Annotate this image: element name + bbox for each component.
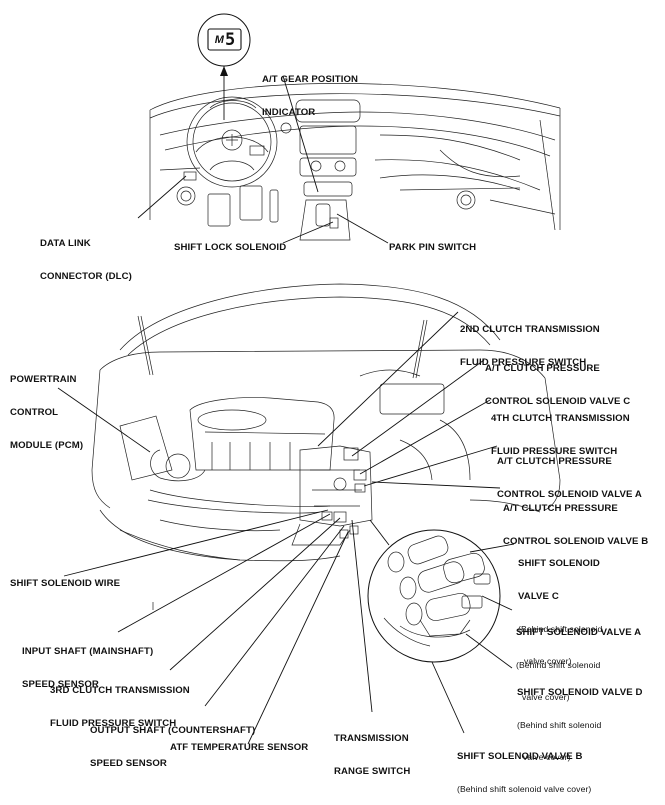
label-line: FLUID PRESSURE SWITCH	[491, 446, 618, 457]
label-line: MODULE (PCM)	[10, 440, 84, 451]
label-line: A/T GEAR POSITION	[262, 74, 359, 85]
label-line: CONTROL SOLENOID VALVE B	[503, 536, 649, 547]
label-note: valve cover)	[523, 752, 571, 762]
label-line: 3RD CLUTCH TRANSMISSION	[50, 685, 190, 696]
label-valve-c: A/T CLUTCH PRESSURE CONTROL SOLENOID VAL…	[485, 341, 630, 418]
label-output-shaft-sensor: OUTPUT SHAFT (COUNTERSHAFT) SPEED SENSOR	[90, 703, 255, 780]
label-line: CONTROL SOLENOID VALVE C	[485, 396, 631, 407]
engine-bay-drawing	[91, 283, 561, 562]
label-line: SHIFT SOLENOID VALVE B	[457, 751, 583, 762]
label-note: (Behind shift solenoid	[517, 720, 602, 730]
label-note: (Behind shift solenoid	[518, 624, 603, 634]
label-line: A/T CLUTCH PRESSURE	[503, 503, 618, 514]
label-line: SHIFT SOLENOID VALVE D	[517, 687, 643, 698]
bottom-leaders	[57, 311, 515, 745]
label-line: VALVE C	[518, 591, 559, 602]
label-line: FLUID PRESSURE SWITCH	[50, 718, 177, 729]
label-line: 4TH CLUTCH TRANSMISSION	[491, 413, 630, 424]
label-shift-solenoid-a: SHIFT SOLENOID VALVE A (Behind shift sol…	[516, 605, 641, 713]
label-shift-solenoid-c: SHIFT SOLENOID VALVE C (Behind shift sol…	[518, 536, 602, 677]
gear-number: 5	[224, 29, 236, 50]
label-transmission-range-switch: TRANSMISSION RANGE SWITCH	[334, 711, 410, 788]
diagram-canvas: M 5 A/T GEAR POSITION INDICATOR DATA LIN…	[10, 13, 648, 794]
label-note: (Behind shift solenoid	[516, 660, 601, 670]
label-valve-a: A/T CLUTCH PRESSURE CONTROL SOLENOID VAL…	[497, 434, 642, 511]
label-valve-b: A/T CLUTCH PRESSURE CONTROL SOLENOID VAL…	[503, 481, 648, 558]
label-shift-lock-solenoid: SHIFT LOCK SOLENOID	[174, 242, 287, 253]
label-note: valve cover)	[524, 656, 572, 666]
label-park-pin-switch: PARK PIN SWITCH	[389, 242, 477, 253]
dashboard-drawing	[149, 83, 561, 241]
label-at-gear-indicator: A/T GEAR POSITION INDICATOR	[262, 52, 358, 129]
label-4th-clutch-switch: 4TH CLUTCH TRANSMISSION FLUID PRESSURE S…	[491, 391, 630, 468]
label-line: SPEED SENSOR	[22, 679, 99, 690]
label-line: OUTPUT SHAFT (COUNTERSHAFT)	[90, 725, 256, 736]
label-line: CONNECTOR (DLC)	[40, 271, 132, 282]
label-line: FLUID PRESSURE SWITCH	[460, 357, 587, 368]
gear-indicator-callout	[197, 13, 251, 120]
label-line: DATA LINK	[40, 238, 91, 249]
label-pcm: POWERTRAIN CONTROL MODULE (PCM)	[10, 352, 83, 462]
label-line: A/T CLUTCH PRESSURE	[497, 456, 612, 467]
label-note: valve cover)	[522, 692, 570, 702]
gear-mode: M	[214, 33, 224, 46]
label-line: POWERTRAIN	[10, 374, 77, 385]
solenoid-zoom-callout	[367, 519, 501, 663]
label-3rd-clutch-switch: 3RD CLUTCH TRANSMISSION FLUID PRESSURE S…	[50, 663, 190, 740]
label-input-shaft-sensor: INPUT SHAFT (MAINSHAFT) SPEED SENSOR	[22, 624, 153, 701]
label-shift-solenoid-d: SHIFT SOLENOID VALVE D (Behind shift sol…	[517, 665, 643, 773]
top-leaders	[137, 75, 389, 244]
label-line: A/T CLUTCH PRESSURE	[485, 363, 600, 374]
label-dlc: DATA LINK CONNECTOR (DLC)	[40, 216, 132, 293]
label-line: TRANSMISSION	[334, 733, 409, 744]
label-atf-temperature-sensor: ATF TEMPERATURE SENSOR	[170, 742, 309, 753]
label-line: INDICATOR	[262, 107, 316, 118]
label-shift-solenoid-wire: SHIFT SOLENOID WIRE	[10, 578, 121, 589]
label-line: SHIFT SOLENOID VALVE A	[516, 627, 642, 638]
label-note: (Behind shift solenoid valve cover)	[457, 784, 592, 794]
gear-indicator-display: M 5	[209, 29, 241, 50]
label-line: INPUT SHAFT (MAINSHAFT)	[22, 646, 154, 657]
line-art	[57, 13, 561, 745]
label-line: SPEED SENSOR	[90, 758, 167, 769]
label-shift-solenoid-b: SHIFT SOLENOID VALVE B (Behind shift sol…	[457, 729, 591, 805]
label-line: SHIFT SOLENOID	[518, 558, 600, 569]
label-2nd-clutch-switch: 2ND CLUTCH TRANSMISSION FLUID PRESSURE S…	[460, 302, 600, 379]
label-line: 2ND CLUTCH TRANSMISSION	[460, 324, 600, 335]
label-line: CONTROL SOLENOID VALVE A	[497, 489, 642, 500]
label-line: RANGE SWITCH	[334, 766, 411, 777]
label-line: CONTROL	[10, 407, 59, 418]
